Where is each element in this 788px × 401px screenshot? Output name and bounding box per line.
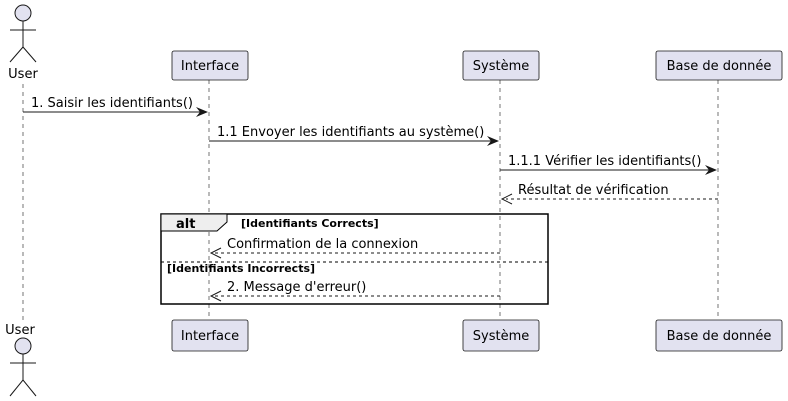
message-1: 1. Saisir les identifiants() bbox=[23, 96, 208, 117]
participant-label-user-top: User bbox=[8, 67, 38, 82]
participant-interface-bottom: Interface bbox=[171, 319, 249, 352]
arrowhead-icon bbox=[196, 107, 208, 117]
actor-head-icon bbox=[14, 4, 32, 22]
message-confirmation: Confirmation de la connexion bbox=[209, 237, 500, 259]
user-actor-bottom: User bbox=[5, 323, 37, 397]
participant-systeme-bottom: Système bbox=[462, 319, 540, 352]
participant-bdd-top: Base de donnée bbox=[655, 50, 783, 81]
participant-bdd-bottom: Base de donnée bbox=[655, 319, 783, 352]
participant-label-bdd-bottom: Base de donnée bbox=[667, 329, 772, 344]
message-2-label: 2. Message d'erreur() bbox=[227, 280, 366, 295]
participant-label-interface-top: Interface bbox=[181, 59, 239, 74]
message-1-1: 1.1 Envoyer les identifiants au système(… bbox=[209, 125, 499, 146]
alt-guard-correct: [Identifiants Corrects] bbox=[241, 217, 379, 230]
participant-label-bdd-top: Base de donnée bbox=[667, 59, 772, 74]
participant-label-user-bottom: User bbox=[5, 323, 35, 338]
open-arrowhead-icon bbox=[209, 290, 222, 302]
message-resultat-label: Résultat de vérification bbox=[518, 183, 669, 198]
arrowhead-icon bbox=[705, 165, 717, 175]
message-2: 2. Message d'erreur() bbox=[209, 280, 500, 302]
alt-guard-incorrect: [Identifiants Incorrects] bbox=[167, 262, 315, 275]
alt-tab bbox=[160, 213, 228, 232]
actor-head-icon bbox=[14, 337, 32, 355]
alt-fragment: alt [Identifiants Corrects] [Identifiant… bbox=[160, 213, 549, 305]
participant-systeme-top: Système bbox=[462, 50, 540, 81]
message-confirmation-label: Confirmation de la connexion bbox=[227, 237, 418, 252]
message-1-1-1-label: 1.1.1 Vérifier les identifiants() bbox=[508, 154, 701, 169]
user-actor-top: User bbox=[8, 4, 38, 82]
alt-keyword: alt bbox=[176, 217, 195, 232]
message-1-1-label: 1.1 Envoyer les identifiants au système(… bbox=[217, 125, 484, 140]
participant-label-systeme-top: Système bbox=[473, 59, 529, 74]
participant-interface-top: Interface bbox=[171, 50, 249, 81]
message-resultat: Résultat de vérification bbox=[500, 183, 718, 205]
participant-label-interface-bottom: Interface bbox=[181, 329, 239, 344]
open-arrowhead-icon bbox=[209, 247, 222, 259]
message-1-label: 1. Saisir les identifiants() bbox=[31, 96, 193, 111]
message-1-1-1: 1.1.1 Vérifier les identifiants() bbox=[500, 154, 717, 175]
arrowhead-icon bbox=[487, 136, 499, 146]
participant-label-systeme-bottom: Système bbox=[473, 329, 529, 344]
open-arrowhead-icon bbox=[500, 193, 513, 205]
